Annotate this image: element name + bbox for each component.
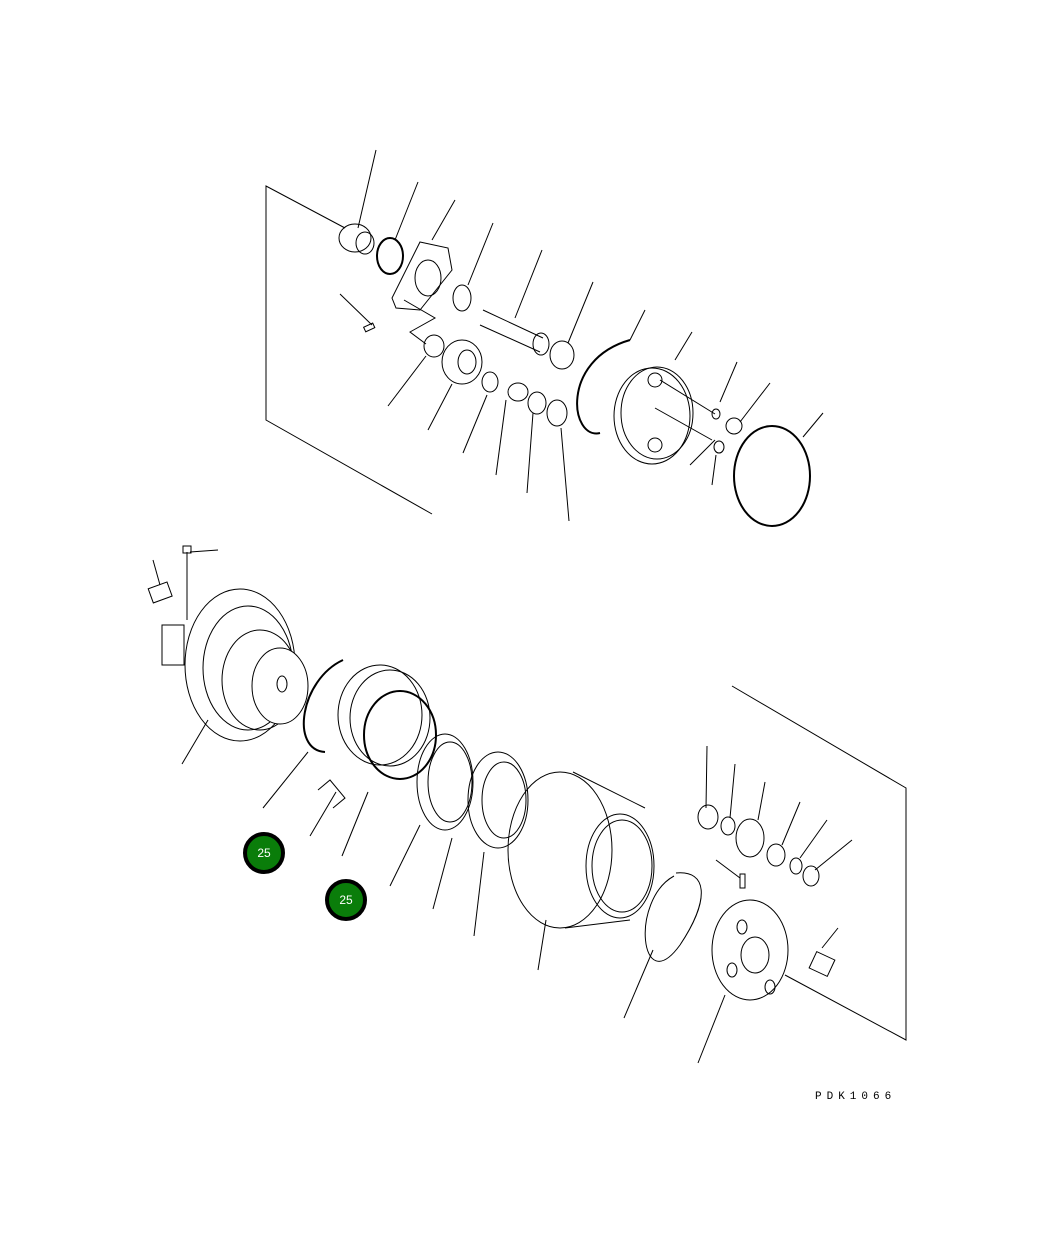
drawing-code: PDK1066 — [815, 1091, 897, 1103]
upper-group-outline — [265, 185, 433, 515]
lower-right-group — [697, 685, 907, 1064]
upper-parts — [338, 149, 824, 527]
lower-bearings-hub — [389, 733, 702, 1019]
callout-badge-25[interactable]: 25 — [243, 832, 285, 874]
lower-housing — [147, 545, 437, 857]
callout-badge-25[interactable]: 25 — [325, 879, 367, 921]
